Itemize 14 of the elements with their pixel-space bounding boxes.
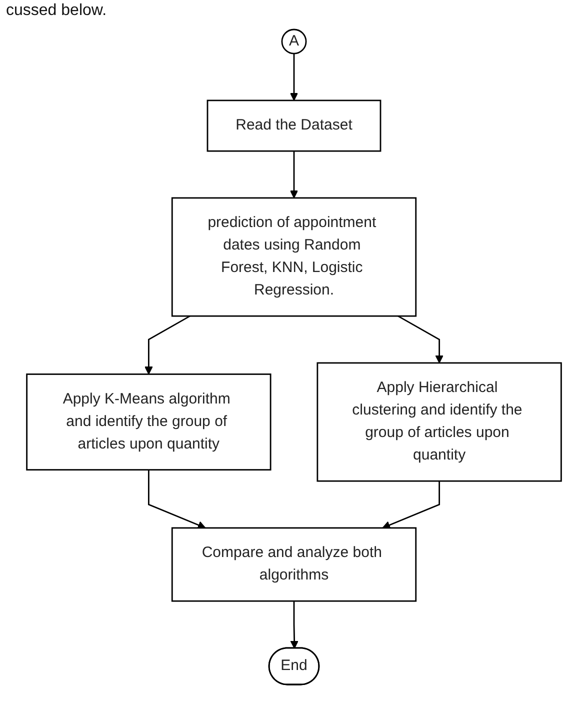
arrow — [144, 315, 190, 375]
node-circle: A — [281, 28, 307, 54]
node-box: Apply K-Means algorithm and identify the group of articles upon quantity — [26, 373, 272, 471]
arrow — [382, 481, 440, 529]
node-box: Apply Hierarchical clustering and identify the group of articles upon quantity — [316, 362, 562, 482]
note-text: cussed below. — [6, 2, 108, 20]
arrow — [290, 151, 298, 198]
arrow — [148, 470, 206, 529]
node-box: Compare and analyze both algorithms — [171, 527, 417, 602]
arrow — [290, 601, 298, 649]
node-box: Read the Dataset — [206, 100, 382, 152]
arrow — [398, 315, 444, 364]
node-box: prediction of appointment dates using Random Forest, KNN, Logistic Regression. — [171, 197, 417, 317]
arrow — [290, 54, 298, 101]
